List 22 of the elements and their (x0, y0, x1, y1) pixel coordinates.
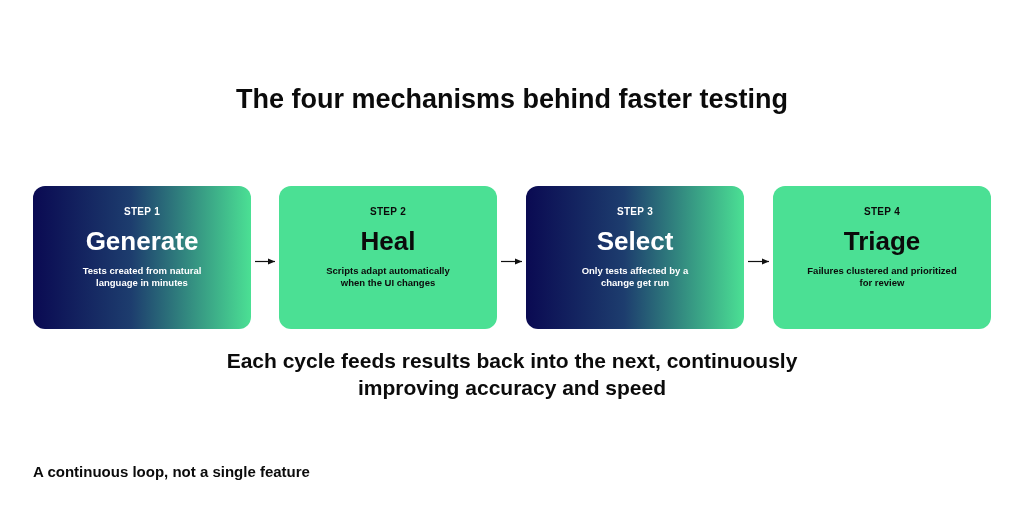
step-title: Generate (85, 226, 199, 257)
step-card (279, 186, 497, 329)
step-card (773, 186, 991, 329)
note-text: A continuous loop, not a single feature (33, 463, 310, 480)
step-number: STEP 2 (369, 206, 407, 217)
step-title: Select (596, 226, 674, 257)
step-description: Failures clustered and prioritized for review (806, 265, 958, 289)
arrow (500, 258, 523, 265)
arrow (254, 258, 276, 265)
step-description: Tests created from natural language in minutes (81, 265, 203, 289)
step-number: STEP 4 (863, 206, 901, 217)
summary-text: Each cycle feeds results back into the next, continuously improving accuracy and speed (225, 348, 799, 402)
step-number: STEP 1 (123, 206, 161, 217)
step-number: STEP 3 (616, 206, 654, 217)
step-description: Scripts adapt automatically when the UI changes (325, 265, 451, 289)
step-description: Only tests affected by a change get run (580, 265, 690, 289)
title: The four mechanisms behind faster testing (235, 84, 789, 115)
arrow (747, 258, 770, 265)
step-card (33, 186, 251, 329)
step-card (526, 186, 744, 329)
step-title: Heal (360, 226, 416, 257)
step-title: Triage (843, 226, 921, 257)
